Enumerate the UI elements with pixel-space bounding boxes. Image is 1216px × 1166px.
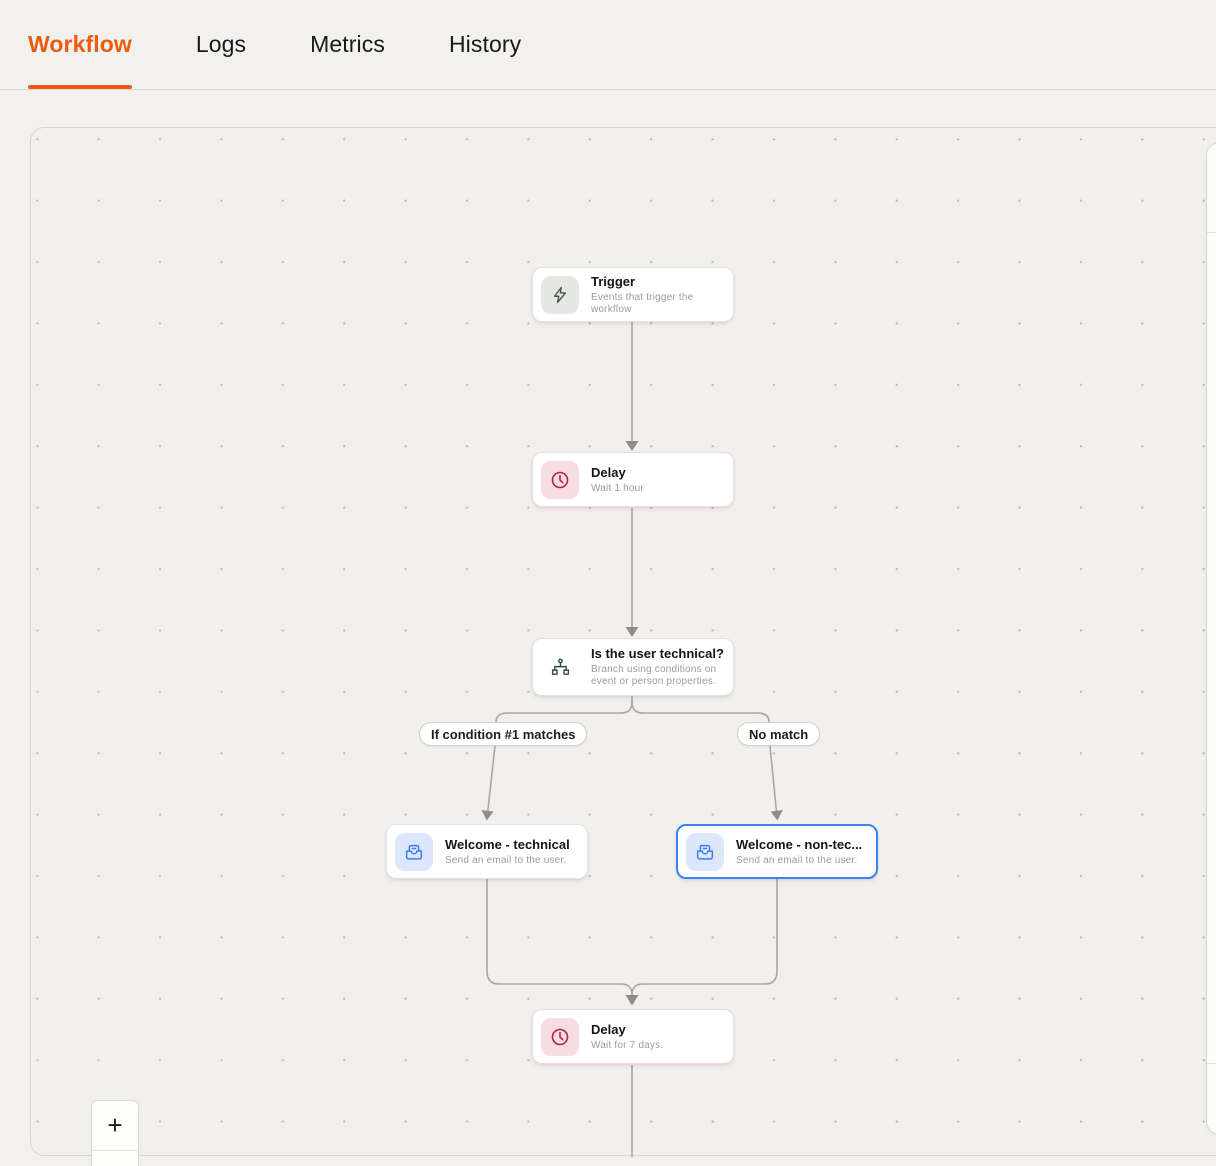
zoom-out-button[interactable]: −	[92, 1150, 138, 1166]
inbox-icon	[686, 832, 724, 871]
tab-workflow[interactable]: Workflow	[28, 0, 132, 89]
zoom-controls: + −	[91, 1100, 139, 1166]
lightning-bolt-icon	[541, 275, 579, 314]
node-delay-1h[interactable]: Delay Wait 1 hour	[532, 452, 734, 507]
node-title: Delay	[591, 464, 626, 480]
node-subtitle: Send an email to the user.	[736, 854, 858, 866]
branch-icon	[541, 648, 579, 686]
panel-header-section	[1207, 143, 1216, 233]
tab-history[interactable]: History	[448, 31, 522, 57]
inbox-icon	[395, 832, 433, 871]
node-subtitle: Send an email to the user.	[445, 854, 567, 866]
node-title: Trigger	[591, 273, 636, 289]
node-email-technical[interactable]: Welcome - technical Send an email to the…	[386, 824, 588, 879]
workflow-canvas[interactable]: Trigger Events that trigger the workflow…	[30, 127, 1216, 1166]
node-trigger[interactable]: Trigger Events that trigger the workflow	[532, 267, 734, 322]
edge-label-condition-match: If condition #1 matches	[419, 722, 588, 746]
node-branch[interactable]: Is the user technical? Branch using cond…	[532, 638, 734, 696]
node-title: Delay	[591, 1021, 626, 1037]
node-title: Is the user technical?	[591, 646, 724, 661]
node-detail-panel	[1206, 142, 1216, 1135]
zoom-in-button[interactable]: +	[92, 1101, 138, 1150]
workflow-edges	[481, 322, 783, 1157]
node-title: Welcome - technical	[445, 836, 570, 852]
clock-icon	[541, 460, 579, 499]
node-subtitle: Branch using conditions on event or pers…	[591, 664, 717, 687]
panel-body-section	[1207, 233, 1216, 1064]
node-subtitle: Events that trigger the workflow	[591, 291, 694, 315]
edge-label-no-match: No match	[737, 722, 821, 746]
clock-icon	[541, 1017, 579, 1056]
node-title: Welcome - non-tec...	[736, 836, 863, 852]
node-subtitle: Wait for 7 days.	[591, 1039, 664, 1051]
node-delay-7d[interactable]: Delay Wait for 7 days.	[532, 1009, 734, 1064]
tab-metrics[interactable]: Metrics	[310, 31, 385, 57]
node-subtitle: Wait 1 hour	[591, 482, 644, 494]
tab-bar: Workflow Logs Metrics History	[0, 0, 1216, 90]
tab-logs[interactable]: Logs	[195, 31, 247, 57]
edge-label-text: No match	[749, 726, 809, 742]
edge-label-text: If condition #1 matches	[431, 726, 576, 742]
node-email-non-technical[interactable]: Welcome - non-tec... Send an email to th…	[676, 824, 878, 879]
